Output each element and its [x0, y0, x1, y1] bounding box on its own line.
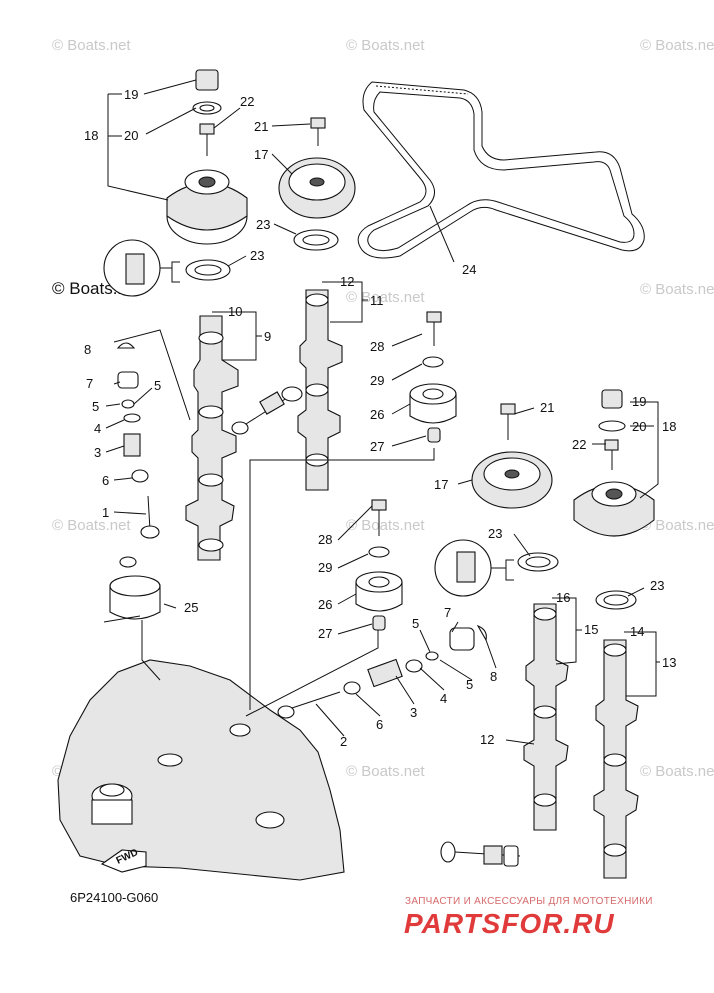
callout-12-upper: 12	[340, 274, 354, 289]
right-pulley-assembly	[573, 389, 655, 610]
callout-27-lower: 27	[318, 626, 332, 641]
callout-18-right: 18	[662, 419, 676, 434]
callout-22-right: 22	[572, 437, 586, 452]
valve-parts-left	[116, 342, 160, 539]
timing-inset-left	[103, 239, 180, 297]
callout-28-lower: 28	[318, 532, 332, 547]
callout-23-lower-right: 23	[650, 578, 664, 593]
callout-21-upper: 21	[254, 119, 268, 134]
valve-parts-center	[277, 624, 487, 719]
lifter-upper	[409, 311, 457, 443]
center-camshaft	[297, 289, 343, 491]
callout-21-lower: 21	[540, 400, 554, 415]
valve-left	[231, 386, 303, 435]
callout-2: 2	[340, 734, 347, 749]
callout-18-left: 18	[84, 128, 98, 143]
left-camshaft	[185, 315, 239, 561]
left-pulley-assembly	[166, 69, 248, 245]
fwd-indicator: FWD	[100, 847, 147, 873]
callout-19-left: 19	[124, 87, 138, 102]
callout-15: 15	[584, 622, 598, 637]
callout-17-upper: 17	[254, 147, 268, 162]
lifter-lower	[355, 499, 403, 631]
callout-22-left: 22	[240, 94, 254, 109]
watermark-4: © Boats.net	[346, 289, 425, 306]
callout-23-lower-center: 23	[488, 526, 502, 541]
watermark-11: © Boats.net	[640, 763, 714, 780]
engine-block	[57, 659, 345, 881]
callout-3-lower: 3	[410, 705, 417, 720]
callout-5-lower-b: 5	[466, 677, 473, 692]
watermark-8: © Boats.net	[640, 517, 714, 534]
callout-23-upper-left: 23	[250, 248, 264, 263]
callout-13: 13	[662, 655, 676, 670]
right-camshaft-15	[523, 603, 569, 831]
watermark-2: © Boats.net	[346, 37, 425, 54]
brand-logo: PARTSFOR.RU	[404, 908, 615, 939]
callout-3-left: 3	[94, 445, 101, 460]
callout-11: 11	[370, 293, 384, 308]
callout-10: 10	[228, 304, 242, 319]
callout-12-lower: 12	[480, 732, 494, 747]
tensioner	[103, 556, 161, 623]
callout-8-lower: 8	[490, 669, 497, 684]
callout-8-left: 8	[84, 342, 91, 357]
callout-4-left: 4	[94, 421, 101, 436]
watermark-7: © Boats.net	[346, 517, 425, 534]
upper-center-pulley	[278, 117, 356, 251]
watermark-1: © Boats.net	[52, 37, 131, 54]
lower-center-pulley	[471, 403, 559, 572]
brand-tagline: ЗАПЧАСТИ И АКСЕССУАРЫ ДЛЯ МОТОТЕХНИКИ	[405, 896, 653, 907]
callout-14: 14	[630, 624, 644, 639]
right-camshaft-13	[593, 639, 639, 879]
callout-4-lower: 4	[440, 691, 447, 706]
callout-6-lower: 6	[376, 717, 383, 732]
callout-numbers: 19 20 18 22 21 17 23 23 24 12 11 10 9 8 …	[84, 87, 676, 749]
callout-23-upper-center: 23	[256, 217, 270, 232]
leader-lines	[105, 79, 660, 745]
callout-9: 9	[264, 329, 271, 344]
callout-19-right: 19	[632, 394, 646, 409]
callout-7-lower: 7	[444, 605, 451, 620]
timing-inset-right	[434, 539, 514, 597]
callout-17-lower: 17	[434, 477, 448, 492]
watermark-3: © Boats.net	[640, 37, 714, 54]
callout-5-left-b: 5	[92, 399, 99, 414]
callout-29-lower: 29	[318, 560, 332, 575]
left-seal	[185, 259, 231, 281]
callout-28-upper: 28	[370, 339, 384, 354]
callout-20-right: 20	[632, 419, 646, 434]
callout-27-upper: 27	[370, 439, 384, 454]
callout-24: 24	[462, 262, 476, 277]
callout-5-left-a: 5	[154, 378, 161, 393]
watermark-5: © Boats.net	[640, 281, 714, 298]
callout-20-left: 20	[124, 128, 138, 143]
callout-16: 16	[556, 590, 570, 605]
callout-7-left: 7	[86, 376, 93, 391]
callout-5-lower-a: 5	[412, 616, 419, 631]
valve-right	[440, 841, 521, 867]
watermark-10: © Boats.net	[346, 763, 425, 780]
callout-26-lower: 26	[318, 597, 332, 612]
callout-1: 1	[102, 505, 109, 520]
callout-25: 25	[184, 600, 198, 615]
watermark-6: © Boats.net	[52, 517, 131, 534]
timing-belt	[357, 81, 645, 259]
diagram-code: 6P24100-G060	[70, 890, 159, 905]
callout-29-upper: 29	[370, 373, 384, 388]
callout-26-upper: 26	[370, 407, 384, 422]
callout-6-left: 6	[102, 473, 109, 488]
